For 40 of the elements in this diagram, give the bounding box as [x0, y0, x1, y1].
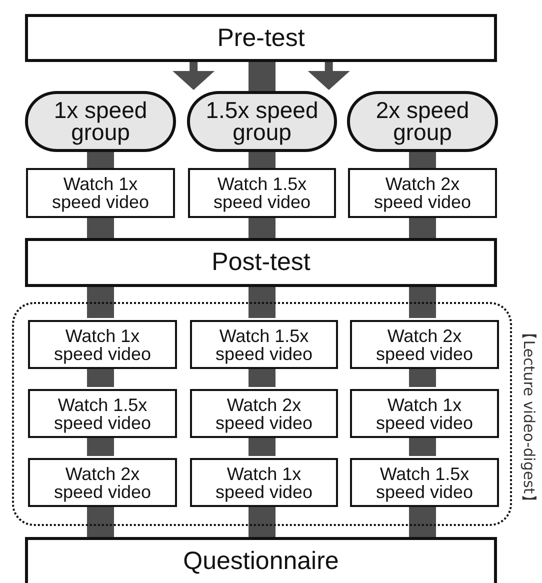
connector-bar [409, 287, 436, 318]
step-box: Post-test [25, 238, 497, 287]
side-label: 【Lecture video-digest】 [519, 324, 539, 511]
video-box: Watch 1.5x speed video [350, 458, 499, 507]
connector-bar [409, 367, 436, 387]
video-box: Watch 1x speed video [190, 458, 338, 507]
connector-bar [409, 218, 436, 238]
connector-bar [409, 152, 436, 168]
connector-bar [248, 367, 276, 387]
connector-bar [248, 62, 276, 91]
connector-bar [248, 218, 276, 238]
connector-bar [87, 436, 114, 456]
connector-bar [87, 218, 114, 238]
video-box: Watch 1.5x speed video [188, 168, 336, 218]
connector-bar [87, 505, 114, 537]
arrowhead [308, 62, 350, 90]
video-box: Watch 2x speed video [348, 168, 497, 218]
group-pill: 1.5x speed group [187, 91, 337, 152]
connector-bar [248, 287, 276, 318]
group-pill: 1x speed group [25, 91, 176, 152]
step-box: Pre-test [25, 14, 497, 62]
connector-bar [248, 152, 276, 168]
video-box: Watch 1.5x speed video [190, 320, 338, 369]
step-box: Questionnaire [25, 537, 497, 583]
connector-bar [409, 436, 436, 456]
arrowhead [172, 62, 215, 90]
connector-bar [87, 367, 114, 387]
video-box: Watch 2x speed video [28, 458, 177, 507]
connector-bar [87, 287, 114, 318]
group-pill: 2x speed group [347, 91, 498, 152]
video-box: Watch 1x speed video [26, 168, 175, 218]
video-box: Watch 1x speed video [350, 389, 499, 438]
video-box: Watch 2x speed video [350, 320, 499, 369]
connector-bar [248, 505, 276, 537]
connector-bar [248, 436, 276, 456]
connector-bar [409, 505, 436, 537]
video-box: Watch 1x speed video [28, 320, 177, 369]
video-box: Watch 1.5x speed video [28, 389, 177, 438]
video-box: Watch 2x speed video [190, 389, 338, 438]
connector-bar [87, 152, 114, 168]
